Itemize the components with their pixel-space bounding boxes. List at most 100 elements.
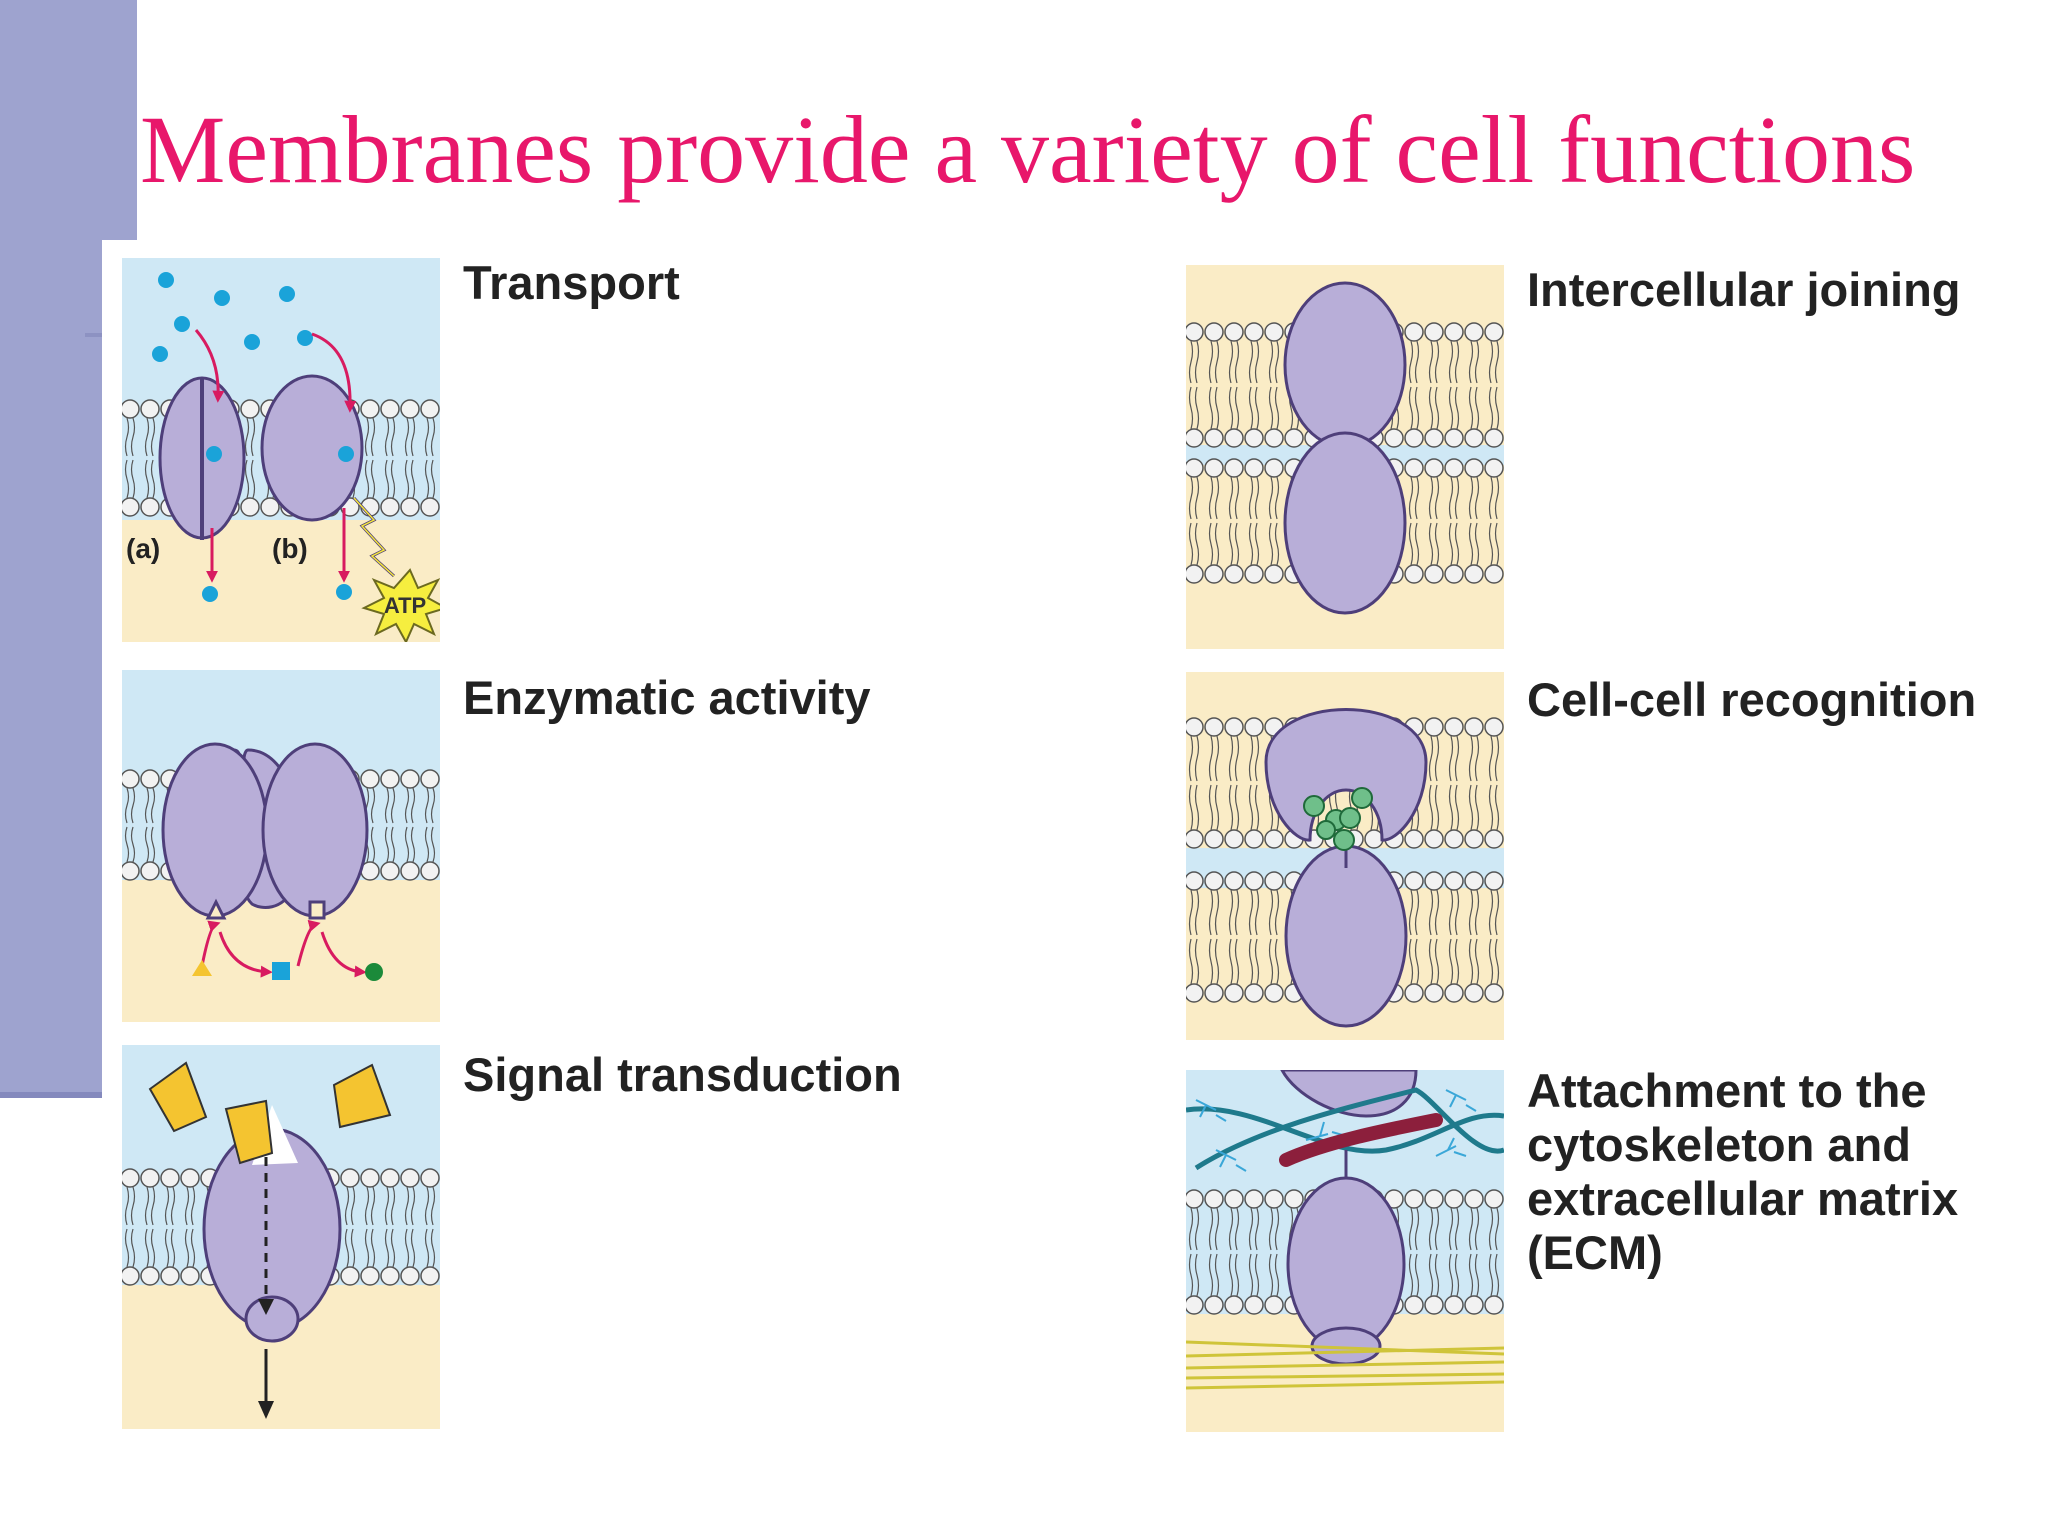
phospholipid-tail (1488, 1253, 1494, 1297)
phospholipid-tail (1188, 889, 1194, 936)
phospholipid-head (140, 1168, 160, 1188)
phospholipid-tail (1208, 522, 1214, 566)
phospholipid-tail (1448, 340, 1454, 384)
phospholipid-head (1484, 458, 1504, 478)
phospholipid-tail (1274, 386, 1280, 430)
phospholipid-head (1244, 829, 1264, 849)
phospholipid-tail (1188, 522, 1194, 566)
phospholipid-tail (1254, 938, 1260, 985)
phospholipid-tail (1448, 386, 1454, 430)
phospholipid-head (1244, 1295, 1264, 1315)
phospholipid-tail (1468, 889, 1474, 936)
phospholipid-head (122, 497, 140, 517)
phospholipid-head (1224, 1189, 1244, 1209)
phospholipid-tail (424, 1186, 430, 1226)
phospholipid-head (360, 769, 380, 789)
phospholipid-tail (390, 826, 396, 863)
junction-protein-upper (1283, 281, 1407, 449)
phospholipid-tail (1454, 1207, 1460, 1251)
phospholipid-tail (124, 826, 130, 863)
phospholipid-head (1424, 564, 1444, 584)
carbohydrate-chain (1303, 787, 1373, 851)
phospholipid-head (400, 399, 420, 419)
phospholipid-tail (1214, 386, 1220, 430)
phospholipid-tail (1268, 522, 1274, 566)
phospholipid-tail (424, 787, 430, 824)
phospholipid-tail (1408, 386, 1414, 430)
phospholipid-tail (1228, 340, 1234, 384)
enzymatic-diagram (122, 670, 440, 1022)
phospholipid-head (1484, 564, 1504, 584)
phospholipid-tail (124, 417, 130, 457)
phospholipid-tail (1414, 386, 1420, 430)
phospholipid-tail (1454, 340, 1460, 384)
phospholipid-tail (1234, 522, 1240, 566)
phospholipid-tail (1454, 938, 1460, 985)
phospholipid-tail (1188, 476, 1194, 520)
phospholipid-head (1244, 428, 1264, 448)
phospholipid-head (1224, 428, 1244, 448)
phospholipid-head (1264, 428, 1284, 448)
phospholipid-head (1424, 1189, 1444, 1209)
phospholipid-tail (1408, 889, 1414, 936)
phospholipid-head (1424, 983, 1444, 1003)
phospholipid-tail (150, 826, 156, 863)
phospholipid-head (1444, 428, 1464, 448)
phospholipid-tail (124, 1186, 130, 1226)
phospholipid-tail (1248, 889, 1254, 936)
phospholipid-tail (404, 417, 410, 457)
phospholipid-tail (1434, 476, 1440, 520)
phospholipid-tail (144, 459, 150, 499)
phospholipid-tail (1188, 386, 1194, 430)
phospholipid-tail (1248, 784, 1254, 831)
phospholipid-head (420, 769, 440, 789)
phospholipid-tail (384, 459, 390, 499)
signal-molecule (224, 1099, 274, 1165)
phospholipid-tail (1254, 476, 1260, 520)
phospholipid-tail (130, 787, 136, 824)
phospholipid-head (1204, 871, 1224, 891)
phospholipid-tail (384, 1228, 390, 1268)
phospholipid-tail (1274, 1253, 1280, 1297)
phospholipid-tail (1414, 1253, 1420, 1297)
phospholipid-tail (1428, 735, 1434, 782)
phospholipid-tail (1194, 889, 1200, 936)
phospholipid-tail (1428, 938, 1434, 985)
phospholipid-tail (430, 826, 436, 863)
phospholipid-tail (384, 1186, 390, 1226)
label-enzymatic-activity: Enzymatic activity (463, 671, 871, 724)
phospholipid-tail (410, 1186, 416, 1226)
phospholipid-head (380, 861, 400, 881)
phospholipid-tail (250, 459, 256, 499)
phospholipid-tail (410, 826, 416, 863)
phospholipid-tail (370, 459, 376, 499)
phospholipid-tail (430, 417, 436, 457)
signal-panel (122, 1045, 440, 1429)
phospholipid-tail (410, 1228, 416, 1268)
phospholipid-tail (390, 417, 396, 457)
atp-badge: ATP (384, 593, 426, 618)
sidebar-rule (0, 1092, 137, 1098)
phospholipid-head (1484, 717, 1504, 737)
phospholipid-tail (1468, 938, 1474, 985)
label-transport: Transport (463, 256, 680, 309)
integrin-protein (1286, 1176, 1406, 1352)
phospholipid-head (1244, 322, 1264, 342)
phospholipid-head (1444, 829, 1464, 849)
phospholipid-tail (1228, 889, 1234, 936)
phospholipid-head (1404, 322, 1424, 342)
phospholipid-tail (430, 459, 436, 499)
phospholipid-tail (404, 826, 410, 863)
phospholipid-tail (1454, 386, 1460, 430)
phospholipid-tail (1434, 735, 1440, 782)
phospholipid-head (420, 1266, 440, 1286)
signal-molecule (148, 1061, 208, 1133)
phospholipid-head (1464, 1295, 1484, 1315)
phospholipid-head (1204, 983, 1224, 1003)
phospholipid-head (1444, 458, 1464, 478)
phospholipid-head (1224, 829, 1244, 849)
phospholipid-tail (1274, 889, 1280, 936)
phospholipid-tail (1428, 386, 1434, 430)
phospholipid-head (1284, 1189, 1304, 1209)
phospholipid-head (400, 769, 420, 789)
